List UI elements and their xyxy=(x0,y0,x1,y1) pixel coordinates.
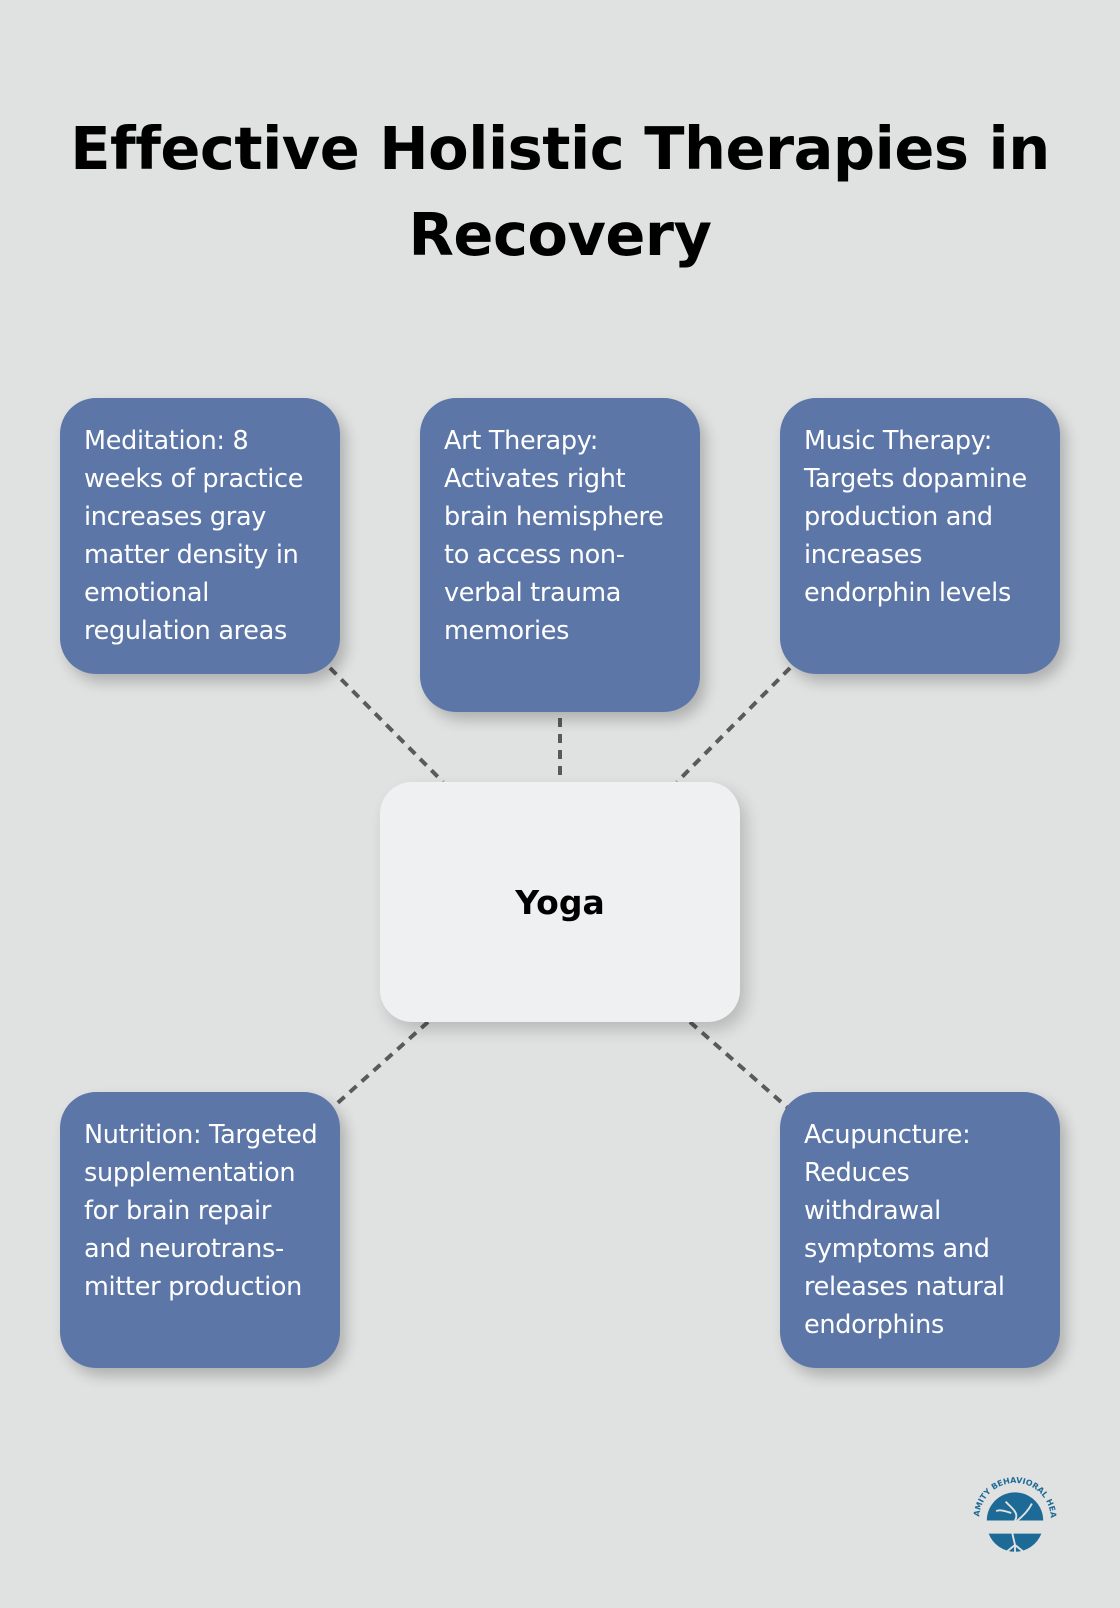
center-label: Yoga xyxy=(515,882,605,922)
page-title: Effective Holistic Therapies in Recovery xyxy=(70,114,1050,269)
node-music-therapy: Music Therapy: Targets dopamine producti… xyxy=(780,398,1060,674)
amity-logo-icon: AMITY BEHAVIORAL HEALTH NETWORK xyxy=(968,1466,1058,1555)
connector-acupuncture xyxy=(688,1020,790,1110)
node-art-therapy: Art Therapy: Activates right brain hemis… xyxy=(420,398,700,712)
node-meditation: Meditation: 8 weeks of practice increase… xyxy=(60,398,340,674)
node-acupuncture: Acupuncture: Reduces withdrawal symptoms… xyxy=(780,1092,1060,1368)
node-nutrition: Nutrition: Targeted supplementation for … xyxy=(60,1092,340,1368)
connector-meditation xyxy=(328,666,445,784)
connector-music-therapy xyxy=(675,666,792,784)
center-node-yoga: Yoga xyxy=(380,782,740,1022)
connector-nutrition xyxy=(330,1020,430,1110)
